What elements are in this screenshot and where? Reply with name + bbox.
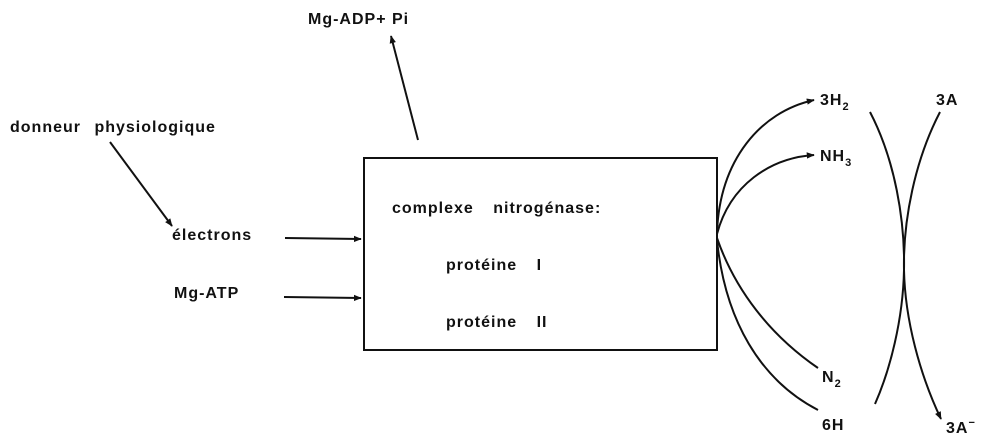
- curve-to-3h2: [716, 98, 815, 233]
- electrons-label: électrons: [172, 227, 253, 244]
- donor-to-electrons-arrow: [109, 141, 173, 227]
- electrons-input-arrow: [284, 235, 362, 243]
- 3h2-label: 3H2: [820, 93, 849, 113]
- donor-label: donneur physiologique: [10, 119, 216, 136]
- 6h-label: 6H: [822, 417, 845, 434]
- 3h2-subscript: 2: [842, 101, 849, 113]
- nitrogenase-complex-box: [363, 157, 718, 351]
- mg-adp-pi-label: Mg-ADP+ Pi: [308, 11, 410, 28]
- nh3-base: NH: [820, 148, 846, 165]
- 3h2-base: 3H: [820, 92, 843, 109]
- mg-adp-output-arrow: [389, 35, 419, 141]
- complexe-nitrogenase-label: complexe nitrogénase:: [392, 200, 602, 217]
- nh3-subscript: 3: [845, 157, 852, 169]
- curve-to-nh3: [716, 152, 815, 235]
- curve-3h2-to-3a-minus: [869, 111, 942, 420]
- n2-base: N: [822, 369, 835, 386]
- 3a-label: 3A: [936, 92, 959, 109]
- proteine-1-label: protéine I: [446, 257, 543, 274]
- curve-from-6h: [716, 239, 819, 411]
- n2-label: N2: [822, 370, 841, 390]
- n2-subscript: 2: [834, 378, 841, 390]
- mg-atp-input-arrow: [283, 294, 362, 302]
- mg-atp-label: Mg-ATP: [174, 285, 240, 302]
- nh3-label: NH3: [820, 149, 851, 169]
- 3a-minus-label: 3A−: [946, 418, 975, 437]
- 3a-minus-base: 3A: [946, 420, 969, 437]
- curve-3a-to-6h: [874, 111, 941, 405]
- proteine-2-label: protéine II: [446, 314, 548, 331]
- 3a-minus-superscript: −: [968, 417, 975, 429]
- curve-from-n2: [716, 237, 819, 369]
